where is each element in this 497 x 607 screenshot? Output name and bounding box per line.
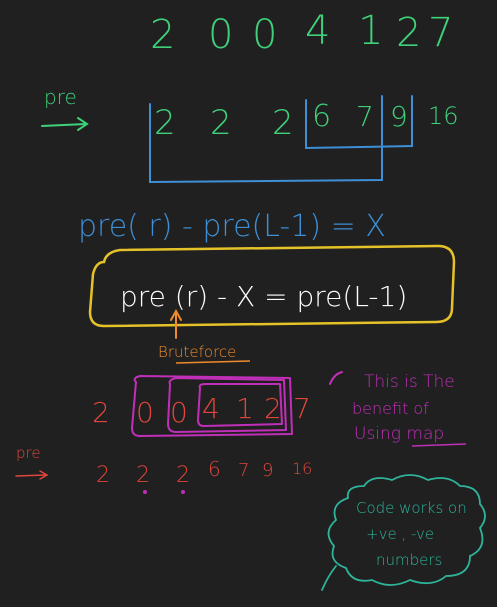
cloud-note-line: Code works on xyxy=(356,499,467,517)
bottom-array-value: 0 xyxy=(136,396,154,429)
top-array-value: 0 xyxy=(208,12,233,58)
bottom-prefix-array: 2 2 2 6 7 9 16 xyxy=(96,457,312,488)
top-array: 2 0 0 4 1 2 7 xyxy=(150,8,453,58)
range-brackets xyxy=(149,95,413,184)
bottom-array-value: 2 xyxy=(92,396,110,429)
bottom-prefix-value: 2 xyxy=(96,463,110,488)
equation-rearranged: pre (r) - X = pre(L-1) xyxy=(120,280,407,313)
bottom-prefix-value: 7 xyxy=(238,460,249,481)
bottom-array-value: 1 xyxy=(236,392,254,425)
map-note-line: Using map xyxy=(354,424,444,444)
top-array-value: 2 xyxy=(150,12,175,58)
bottom-prefix-value: 6 xyxy=(208,457,221,481)
bottom-prefix-label: pre xyxy=(16,444,41,462)
top-array-value: 2 xyxy=(396,10,421,56)
top-prefix-arrow-icon xyxy=(41,117,89,131)
bottom-prefix-value: 2 xyxy=(136,463,150,488)
bottom-array-value: 7 xyxy=(293,392,311,425)
top-prefix-value: 6 xyxy=(312,99,331,134)
cloud-note-line: numbers xyxy=(376,551,442,569)
subarray-box-outer xyxy=(131,375,293,437)
top-prefix-value: 16 xyxy=(428,102,459,130)
top-prefix-value: 7 xyxy=(356,100,374,133)
top-array-value: 7 xyxy=(428,10,453,56)
subarray-box-middle xyxy=(167,377,287,433)
bottom-prefix-value: 2 xyxy=(176,463,190,488)
top-array-value: 4 xyxy=(305,8,330,54)
bruteforce-arrow-icon xyxy=(170,308,182,339)
bottom-array-value: 0 xyxy=(170,396,188,429)
bruteforce-label: Bruteforce xyxy=(158,343,236,361)
bottom-prefix-arrow-icon xyxy=(15,470,49,480)
duplicate-marker xyxy=(181,490,185,494)
top-prefix-value: 9 xyxy=(390,100,408,133)
bruteforce-underline xyxy=(175,360,251,364)
bottom-prefix-value: 16 xyxy=(292,459,312,478)
equation-prefix-difference: pre( r) - pre(L-1) = X xyxy=(78,209,386,244)
top-array-value: 0 xyxy=(252,12,277,58)
duplicate-markers xyxy=(143,490,185,494)
cloud-outline xyxy=(321,474,486,591)
top-prefix-value: 2 xyxy=(210,103,232,143)
top-prefix-value: 2 xyxy=(272,103,294,143)
map-note-arrow-icon xyxy=(329,371,343,385)
map-underline xyxy=(411,443,467,447)
map-note: This is The benefit of Using map xyxy=(329,371,467,447)
top-prefix-array: 2 2 2 6 7 9 16 xyxy=(154,99,459,143)
bottom-prefix-value: 9 xyxy=(262,460,273,481)
top-array-value: 1 xyxy=(358,8,383,54)
subarray-boxes xyxy=(131,375,293,437)
top-prefix-value: 2 xyxy=(154,103,176,143)
subarray-box-inner xyxy=(197,383,283,427)
bottom-array-value: 2 xyxy=(264,392,282,425)
equation-highlight-box xyxy=(88,244,456,328)
bottom-array: 2 0 0 4 1 2 7 xyxy=(92,392,311,429)
map-note-line: benefit of xyxy=(352,399,429,418)
bottom-array-value: 4 xyxy=(202,392,220,425)
cloud-note-line: +ve , -ve xyxy=(366,525,434,543)
top-prefix-label: pre xyxy=(44,85,77,109)
map-note-line: This is The xyxy=(364,372,455,392)
duplicate-marker xyxy=(143,490,147,494)
